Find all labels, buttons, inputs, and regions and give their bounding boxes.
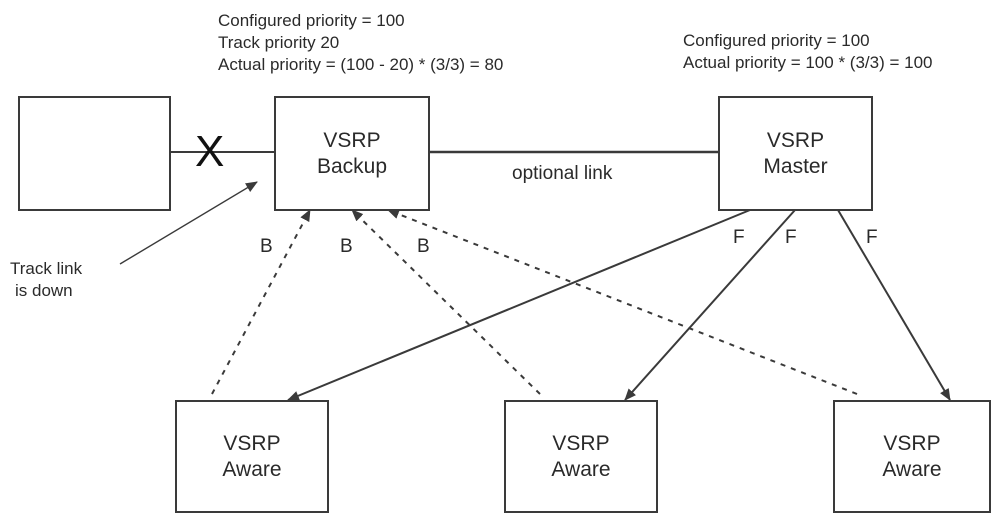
track-link-pointer-arrow bbox=[119, 181, 258, 265]
vsrp-aware-left-title: VSRP bbox=[223, 431, 281, 455]
vsrp-master-title: VSRP bbox=[766, 128, 825, 152]
master-priority-note: Configured priority = 100 Actual priorit… bbox=[683, 30, 932, 74]
vsrp-backup-title: VSRP bbox=[323, 128, 381, 152]
track-link-label-line2: is down bbox=[15, 281, 73, 300]
backup-actual-priority: Actual priority = (100 - 20) * (3/3) = 8… bbox=[218, 55, 504, 74]
backup-priority-note: Configured priority = 100 Track priority… bbox=[218, 10, 503, 76]
vsrp-backup-role: Backup bbox=[316, 154, 388, 178]
forward-path-label-right: F bbox=[866, 227, 878, 248]
track-link-label-line1: Track link bbox=[10, 259, 83, 278]
broken-link-x-mark: X bbox=[195, 127, 225, 176]
vsrp-aware-node-left: VSRP Aware bbox=[175, 400, 329, 513]
forward-path-to-aware-right bbox=[837, 209, 951, 401]
backup-path-label-left: B bbox=[260, 236, 273, 257]
vsrp-master-role: Master bbox=[763, 154, 828, 178]
vsrp-master-node: VSRP Master bbox=[718, 96, 873, 211]
vsrp-aware-middle-title: VSRP bbox=[552, 431, 610, 455]
track-link-down-label: Track link is down bbox=[10, 258, 82, 302]
master-configured-priority: Configured priority = 100 bbox=[683, 31, 870, 50]
vsrp-aware-middle-role: Aware bbox=[551, 457, 611, 481]
backup-path-from-aware-left bbox=[211, 209, 311, 395]
backup-path-from-aware-right bbox=[387, 209, 858, 395]
vsrp-aware-left-role: Aware bbox=[222, 457, 282, 481]
vsrp-aware-node-middle: VSRP Aware bbox=[504, 400, 658, 513]
vsrp-aware-node-right: VSRP Aware bbox=[833, 400, 991, 513]
forward-path-label-left: F bbox=[733, 227, 745, 248]
vsrp-backup-node: VSRP Backup bbox=[274, 96, 430, 211]
vsrp-aware-right-role: Aware bbox=[882, 457, 942, 481]
forward-path-to-aware-left bbox=[287, 209, 751, 401]
tracked-device-box bbox=[18, 96, 171, 211]
backup-path-from-aware-middle bbox=[351, 209, 541, 395]
backup-track-priority: Track priority 20 bbox=[218, 33, 340, 52]
vsrp-aware-right-title: VSRP bbox=[883, 431, 941, 455]
optional-link-label: optional link bbox=[512, 163, 613, 184]
master-actual-priority: Actual priority = 100 * (3/3) = 100 bbox=[683, 53, 933, 72]
backup-path-label-middle: B bbox=[340, 236, 353, 257]
forward-path-label-middle: F bbox=[785, 227, 797, 248]
forward-path-to-aware-middle bbox=[624, 209, 796, 401]
backup-path-label-right: B bbox=[417, 236, 430, 257]
backup-configured-priority: Configured priority = 100 bbox=[218, 11, 405, 30]
